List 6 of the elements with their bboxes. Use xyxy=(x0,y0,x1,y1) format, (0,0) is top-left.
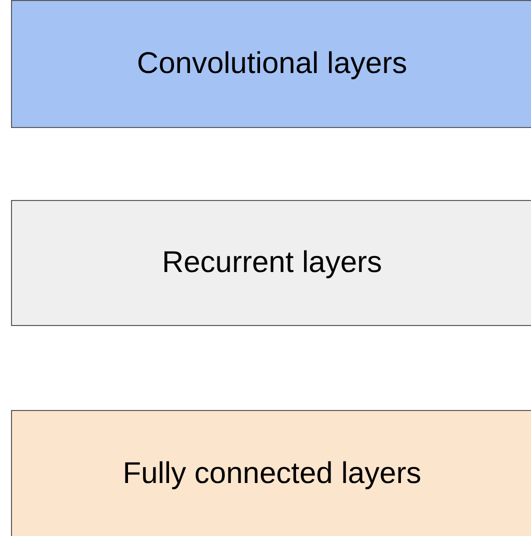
layer-label: Fully connected layers xyxy=(122,457,422,491)
layer-label: Recurrent layers xyxy=(162,246,382,280)
layer-box xyxy=(11,0,531,128)
layer-box xyxy=(11,410,531,536)
layer-label: Convolutional layers xyxy=(136,47,408,81)
layer-box xyxy=(11,200,531,326)
